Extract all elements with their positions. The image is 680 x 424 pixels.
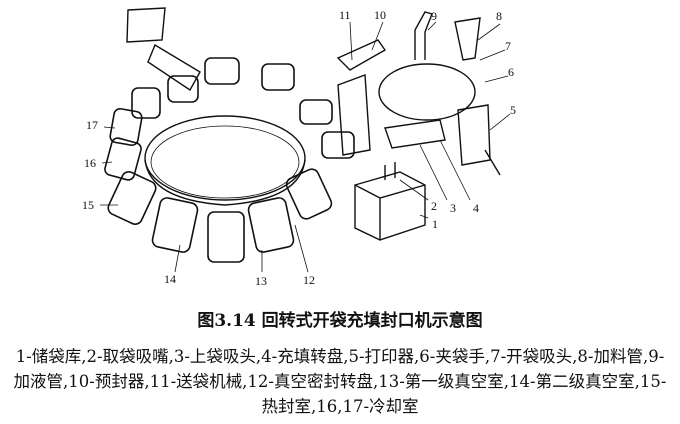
label-9: 9 (431, 9, 437, 23)
label-12: 12 (303, 273, 315, 287)
label-6: 6 (508, 65, 514, 79)
label-14: 14 (164, 272, 176, 286)
figure-legend: 1-储袋库,2-取袋吸嘴,3-上袋吸头,4-充填转盘,5-打印器,6-夹袋手,7… (13, 347, 667, 416)
label-5: 5 (510, 103, 516, 117)
label-11: 11 (339, 8, 351, 22)
label-7: 7 (505, 39, 511, 53)
figure-title: 图3.14 回转式开袋充填封口机示意图 (197, 311, 483, 331)
vacuum-sealing-carousel (144, 115, 306, 206)
label-13: 13 (255, 274, 267, 288)
label-16: 16 (84, 156, 96, 170)
transfer-arm (126, 7, 201, 92)
vacuum-chambers (104, 57, 355, 263)
bag-magazine (354, 162, 426, 241)
label-15: 15 (82, 198, 94, 212)
part-labels: 1 2 3 4 5 6 7 8 9 10 11 12 13 14 15 16 1… (82, 8, 516, 288)
machine-diagram: 1 2 3 4 5 6 7 8 9 10 11 12 13 14 15 16 1… (82, 7, 516, 288)
label-3: 3 (450, 201, 456, 215)
label-10: 10 (374, 8, 386, 22)
label-17: 17 (86, 118, 98, 132)
label-4: 4 (473, 201, 479, 215)
label-1: 1 (432, 217, 438, 231)
label-8: 8 (496, 9, 502, 23)
leader-lines (100, 21, 511, 273)
label-2: 2 (431, 199, 437, 213)
filling-turret (336, 11, 501, 176)
